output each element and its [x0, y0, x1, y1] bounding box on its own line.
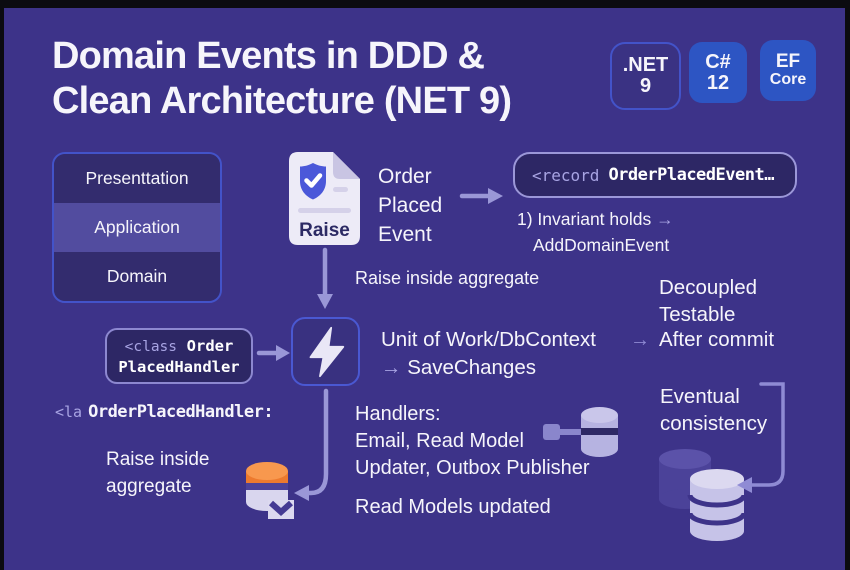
handlers-list-label: Handlers: Email, Read Model Updater, Out… [355, 403, 590, 479]
front-db-gap1 [687, 494, 747, 508]
unit-of-work-label: Unit of Work/DbContext [381, 328, 596, 351]
layer-application: Application [54, 203, 220, 252]
db-top-cap [581, 407, 618, 423]
eventual-consistency-databases-icon [659, 449, 747, 541]
invariant-line1: 1) Invariant holds [517, 209, 652, 229]
envelope-chevron [268, 500, 294, 517]
raise-document-icon: Raise [289, 152, 360, 245]
connector-node [543, 424, 560, 440]
invariant-line2: AddDomainEvent [533, 235, 670, 255]
eventual-consistency-label: Eventual consistency [660, 385, 768, 435]
db-bottom-cap [581, 441, 618, 457]
layer-domain: Domain [54, 252, 220, 301]
badge-dotnet-9: .NET 9 [610, 42, 681, 110]
raise-inside-aggregate-bottom-label: Raise inside aggregate [106, 449, 210, 497]
badge-csharp-line2: 12 [706, 71, 730, 94]
lambda-handler-line: <la OrderPlacedHandler: [55, 402, 274, 422]
lambda-keyword: <la [55, 403, 83, 421]
db-top-cap [246, 462, 288, 480]
document-fold [333, 152, 360, 179]
class-keyword: <class [124, 338, 178, 355]
badge-csharp-line1: C# [705, 50, 731, 73]
savechanges-label: → SaveChanges [381, 356, 536, 380]
record-keyword: <record [532, 165, 600, 185]
db-purple-band [246, 483, 288, 490]
decoupled-label: Decoupled [659, 276, 758, 299]
badge-ef-line2: Core [769, 71, 807, 89]
right-arrow-glyph: → [630, 329, 650, 351]
class-name-line2: PlacedHandler [118, 357, 240, 376]
db-dark-band [581, 428, 618, 435]
record-code-box: <record OrderPlacedEvent… [513, 152, 797, 198]
after-commit-label: After commit [659, 328, 775, 351]
doc-line-long [298, 208, 351, 213]
testable-label: Testable [659, 303, 736, 326]
right-arrow-glyph: → [656, 209, 674, 229]
badge-ef-core: EF Core [760, 40, 816, 101]
badge-csharp-12: C# 12 [689, 42, 747, 103]
raise-label: Raise [299, 220, 350, 241]
class-code-box: <class Order PlacedHandler [105, 328, 253, 384]
badge-dotnet-line2: 9 [639, 75, 652, 97]
raise-inside-aggregate-label: Raise inside aggregate [355, 268, 540, 288]
order-placed-event-label: Order Placed Event [378, 165, 443, 246]
architecture-layers-box: Presenttation Application Domain [52, 152, 222, 303]
front-db-gap2 [687, 512, 747, 526]
lambda-name: OrderPlacedHandler: [88, 402, 274, 422]
doc-line-short [333, 187, 348, 192]
lightning-bolt-shape [309, 326, 344, 377]
invariant-note: 1) Invariant holds → AddDomainEvent [517, 206, 674, 258]
back-db-top [659, 449, 711, 469]
record-name: OrderPlacedEvent… [608, 165, 774, 185]
front-db-bottom [690, 521, 744, 541]
lightning-icon [309, 326, 344, 377]
badge-dotnet-line1: .NET [622, 54, 669, 76]
right-arrow-glyph: → [381, 356, 402, 379]
badge-ef-line1: EF [775, 51, 801, 73]
write-database-icon [246, 462, 294, 519]
read-model-database-icon [543, 407, 618, 457]
page-title: Domain Events in DDD & Clean Architectur… [52, 35, 512, 122]
layer-presentation: Presenttation [54, 154, 220, 203]
savechanges-text: SaveChanges [407, 356, 536, 379]
check-mark [304, 173, 323, 188]
class-name-line1: Order [186, 336, 234, 355]
read-models-updated-label: Read Models updated [355, 496, 551, 518]
dispatcher-box [291, 317, 360, 386]
connector-line [558, 429, 583, 435]
front-db-top [690, 469, 744, 489]
